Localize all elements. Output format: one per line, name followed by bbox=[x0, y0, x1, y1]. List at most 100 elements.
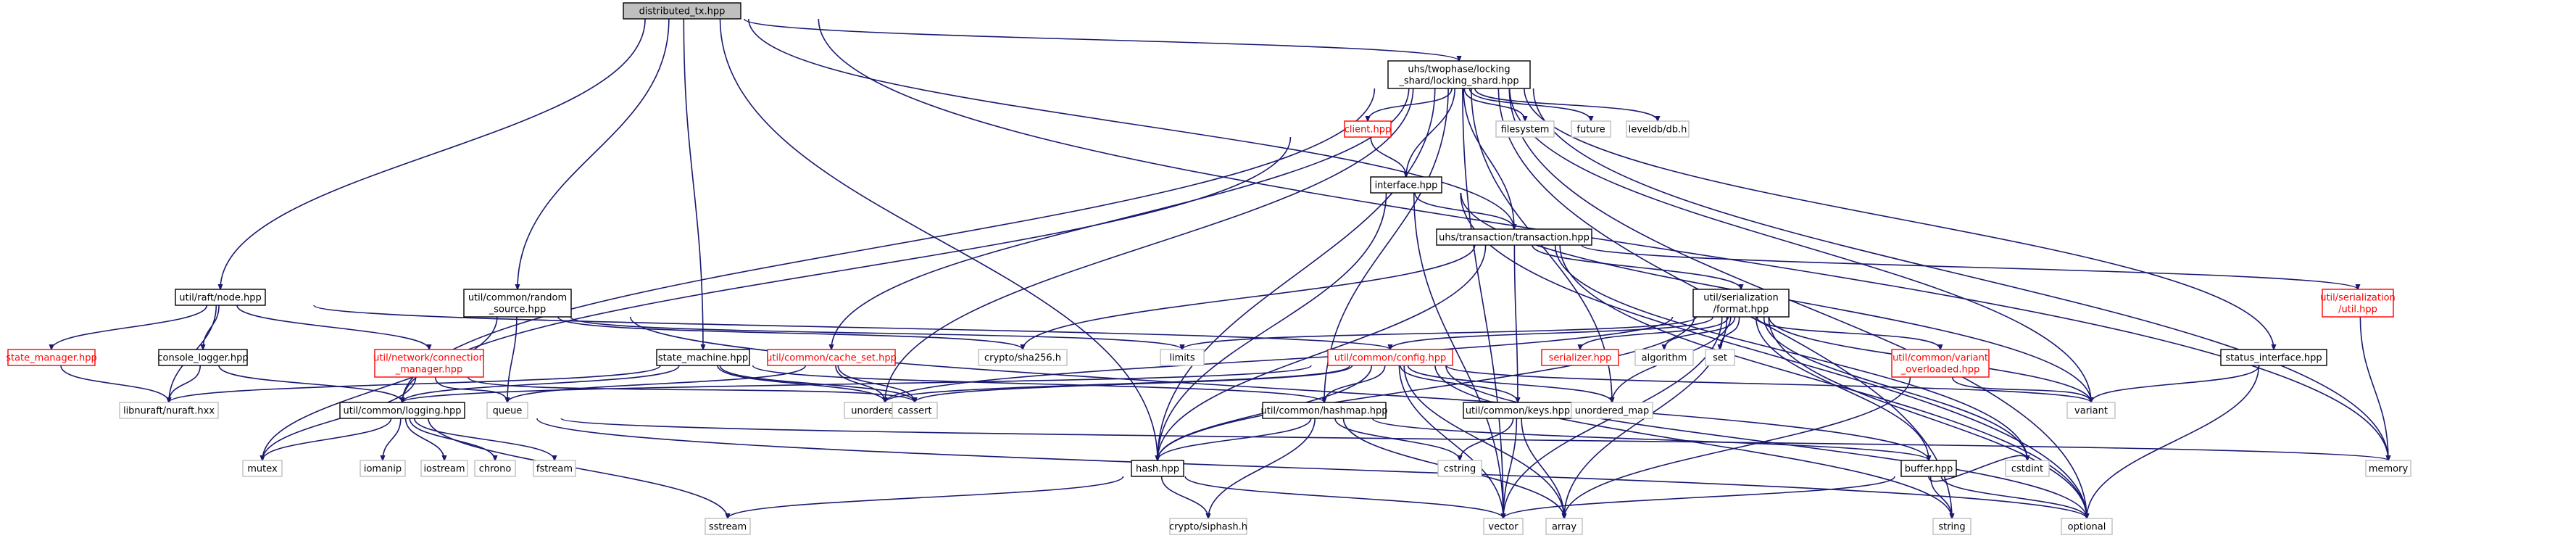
edge-keys-to-cstring bbox=[1460, 418, 1514, 460]
node-sha[interactable]: crypto/sha256.h bbox=[978, 349, 1068, 366]
node-umap[interactable]: unordered_map bbox=[1571, 402, 1653, 419]
edge-fmt-to-set bbox=[1720, 316, 1740, 349]
edge-txn-to-optional bbox=[1559, 244, 2087, 518]
edge-raftnode-to-connmgr bbox=[236, 305, 429, 349]
edge-logging-to-iomanip bbox=[383, 418, 402, 460]
node-logging[interactable]: util/common/logging.hpp bbox=[339, 402, 465, 419]
node-set[interactable]: set bbox=[1705, 349, 1735, 366]
node-ser[interactable]: serializer.hpp bbox=[1541, 349, 1619, 366]
edge-fmt-to-algo bbox=[1664, 316, 1736, 349]
node-label: util/serialization bbox=[2320, 293, 2396, 304]
edge-txn-to-keys bbox=[1513, 244, 1518, 402]
node-limits[interactable]: limits bbox=[1160, 349, 1205, 366]
edge-hashmap-to-buffer bbox=[1371, 418, 1929, 460]
edge-lsh-to-iface bbox=[1406, 88, 1455, 177]
edge-config-to-uset bbox=[885, 365, 1351, 402]
node-algo[interactable]: algorithm bbox=[1634, 349, 1694, 366]
node-lsh[interactable]: uhs/twophase/locking_shard/locking_shard… bbox=[1387, 60, 1531, 89]
node-keys[interactable]: util/common/keys.hpp bbox=[1463, 402, 1573, 419]
node-sm[interactable]: state_machine.hpp bbox=[656, 349, 750, 366]
node-hash[interactable]: hash.hpp bbox=[1131, 460, 1184, 477]
node-cstring[interactable]: cstring bbox=[1437, 460, 1482, 477]
node-label: util/common/config.hpp bbox=[1334, 353, 1447, 364]
node-chrono[interactable]: chrono bbox=[474, 460, 516, 477]
edge-rand-to-mutex bbox=[262, 316, 498, 460]
edge-config-to-logging bbox=[402, 365, 1312, 402]
node-rand[interactable]: util/common/random_source.hpp bbox=[463, 289, 572, 318]
node-box bbox=[978, 349, 1068, 366]
edge-fmt-to-buffer bbox=[1755, 316, 1929, 460]
node-label: state_manager.hpp bbox=[6, 353, 97, 364]
node-sutil[interactable]: util/serialization/util.hpp bbox=[2320, 289, 2396, 318]
node-dtx[interactable]: distributed_tx.hpp bbox=[623, 2, 741, 20]
node-box bbox=[2066, 402, 2116, 419]
node-iface[interactable]: interface.hpp bbox=[1370, 176, 1442, 194]
node-box bbox=[420, 460, 468, 477]
node-fs[interactable]: filesystem bbox=[1495, 120, 1555, 138]
node-fstream[interactable]: fstream bbox=[533, 460, 576, 477]
node-box bbox=[2061, 518, 2113, 535]
node-iomanip[interactable]: iomanip bbox=[360, 460, 406, 477]
node-txn[interactable]: uhs/transaction/transaction.hpp bbox=[1436, 228, 1592, 246]
edge-buffer-to-vector bbox=[1503, 476, 1895, 518]
edge-buffer-to-string bbox=[1929, 476, 1952, 518]
edge-cacheset-to-queue bbox=[507, 365, 807, 402]
node-fmt[interactable]: util/serialization/format.hpp bbox=[1692, 289, 1790, 318]
node-leveldb[interactable]: leveldb/db.h bbox=[1626, 120, 1690, 138]
node-box bbox=[1344, 120, 1392, 138]
edge-fmt-to-varov bbox=[1756, 316, 1940, 349]
node-label: fstream bbox=[536, 464, 573, 475]
node-connmgr[interactable]: util/network/connection_manager.hpp bbox=[373, 349, 485, 378]
node-box bbox=[1327, 349, 1453, 366]
node-config[interactable]: util/common/config.hpp bbox=[1327, 349, 1453, 366]
node-nuraft[interactable]: libnuraft/nuraft.hxx bbox=[119, 402, 219, 419]
node-clog[interactable]: console_logger.hpp bbox=[157, 349, 249, 366]
edge-iface-to-vector bbox=[1413, 192, 1503, 518]
node-label: cstdint bbox=[2011, 464, 2043, 475]
edge-logging-to-memory bbox=[560, 418, 2388, 460]
node-mutex[interactable]: mutex bbox=[242, 460, 283, 477]
node-vector[interactable]: vector bbox=[1483, 518, 1524, 535]
node-label: unordered_map bbox=[1575, 406, 1650, 417]
edge-logging-to-mutex bbox=[262, 418, 392, 460]
edge-clog-to-nuraft bbox=[169, 365, 201, 402]
node-array[interactable]: array bbox=[1545, 518, 1583, 535]
node-siphash[interactable]: crypto/siphash.h bbox=[1169, 518, 1247, 535]
edge-hash-to-siphash bbox=[1160, 476, 1208, 518]
node-optional[interactable]: optional bbox=[2061, 518, 2113, 535]
node-status[interactable]: status_interface.hpp bbox=[2220, 349, 2327, 366]
edge-lsh-to-logging bbox=[402, 88, 1376, 402]
node-sstream[interactable]: sstream bbox=[705, 518, 751, 535]
node-box bbox=[175, 289, 266, 306]
node-box bbox=[767, 349, 896, 366]
edge-lsh-to-client bbox=[1368, 88, 1453, 121]
node-box bbox=[2220, 349, 2327, 366]
edge-lsh-to-leveldb bbox=[1474, 88, 1658, 121]
edge-fmt-to-hash bbox=[1158, 316, 1695, 460]
node-label: filesystem bbox=[1501, 125, 1550, 136]
node-string[interactable]: string bbox=[1932, 518, 1972, 535]
edge-iface-to-hash bbox=[1158, 192, 1387, 460]
node-varov[interactable]: util/common/variant_overloaded.hpp bbox=[1891, 349, 1990, 378]
dependency-nodes: distributed_tx.hpp uhs/twophase/locking_s… bbox=[6, 2, 2411, 535]
node-cstdint[interactable]: cstdint bbox=[2005, 460, 2050, 477]
edge-dtx-to-sm bbox=[683, 18, 703, 349]
node-memory[interactable]: memory bbox=[2365, 460, 2411, 477]
edge-lsh-to-vector bbox=[1462, 88, 1503, 518]
node-cassert[interactable]: cassert bbox=[892, 402, 938, 419]
node-queue[interactable]: queue bbox=[486, 402, 528, 419]
node-variant[interactable]: variant bbox=[2066, 402, 2116, 419]
node-iostream[interactable]: iostream bbox=[420, 460, 468, 477]
edge-dtx-to-rand bbox=[518, 18, 670, 289]
node-raftnode[interactable]: util/raft/node.hpp bbox=[175, 289, 266, 306]
node-client[interactable]: client.hpp bbox=[1344, 120, 1392, 138]
node-label: util/common/variant bbox=[1892, 353, 1988, 364]
node-hashmap[interactable]: util/common/hashmap.hpp bbox=[1261, 402, 1388, 419]
node-stmgr[interactable]: state_manager.hpp bbox=[6, 349, 97, 366]
node-future[interactable]: future bbox=[1571, 120, 1611, 138]
edge-logging-to-fstream bbox=[414, 418, 554, 460]
edge-lsh-to-hash bbox=[1158, 88, 1436, 460]
node-cacheset[interactable]: util/common/cache_set.hpp bbox=[766, 349, 897, 366]
edge-logging-to-sstream bbox=[428, 418, 728, 518]
node-buffer[interactable]: buffer.hpp bbox=[1900, 460, 1957, 477]
